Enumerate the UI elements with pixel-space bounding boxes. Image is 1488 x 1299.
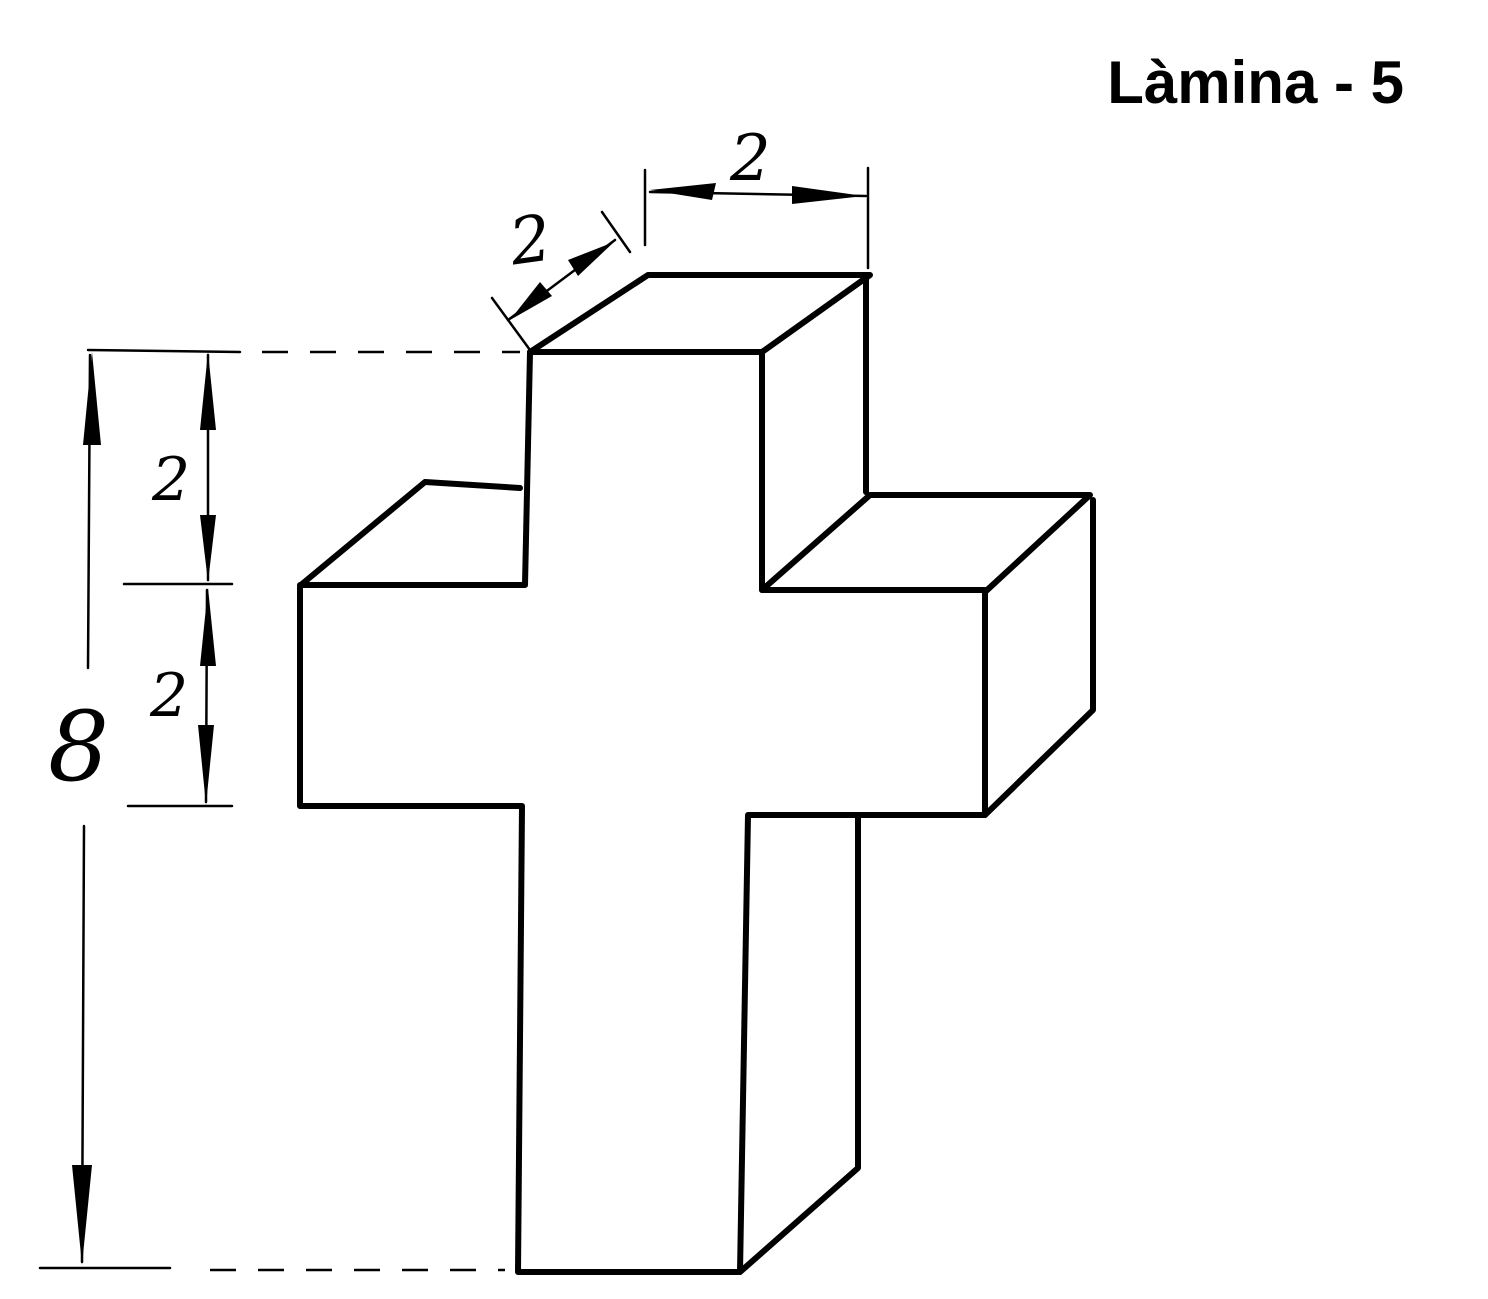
right-arm-top-face — [759, 492, 1093, 595]
right-arm-side-face — [982, 497, 1096, 818]
lower-post-side-face — [737, 812, 861, 1275]
cross-solid — [297, 272, 1096, 1275]
dim-total-height-label: 8 — [48, 691, 109, 803]
sheet-title: Làmina - 5 — [1107, 49, 1404, 116]
dim-top-depth-label: 2 — [504, 201, 556, 280]
dim-left-chain: 2 2 8 — [38, 348, 520, 1272]
dim-top-width: 2 — [643, 122, 870, 270]
dim-top-depth: 2 — [490, 201, 632, 352]
dim-upper-height-label: 2 — [151, 445, 190, 515]
post-top-face — [527, 272, 873, 355]
left-arm-top-face — [299, 479, 523, 587]
dim-arm-height-label: 2 — [149, 661, 188, 731]
dim-top-width-label: 2 — [729, 122, 771, 196]
cross-front-face — [297, 349, 988, 1275]
